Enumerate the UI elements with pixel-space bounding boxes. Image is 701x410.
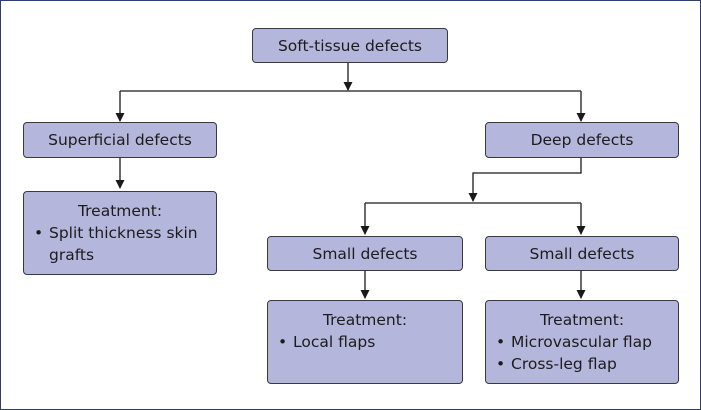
treatment-heading: Treatment: — [539, 311, 625, 329]
treatment-list: Split thickness skin grafts — [32, 222, 208, 266]
treatment-list: Microvascular flap Cross-leg flap — [494, 331, 670, 375]
treatment-heading: Treatment: — [77, 202, 163, 220]
node-label: Superficial defects — [48, 131, 192, 149]
node-soft-tissue-defects: Soft-tissue defects — [252, 28, 448, 63]
node-superficial-defects: Superficial defects — [23, 122, 217, 158]
node-small-defects-left: Small defects — [267, 236, 463, 271]
treatment-item: Microvascular flap — [494, 331, 670, 353]
node-label: Deep defects — [530, 131, 634, 149]
deep-connector — [468, 158, 582, 202]
node-deep-defects: Deep defects — [485, 122, 679, 158]
node-label: Soft-tissue defects — [277, 36, 423, 55]
treatment-heading: Treatment: — [322, 311, 408, 329]
node-small-right-treatment: Treatment: Microvascular flap Cross-leg … — [485, 300, 679, 384]
node-label: Small defects — [529, 244, 635, 263]
node-superficial-treatment: Treatment: Split thickness skin grafts — [23, 191, 217, 275]
treatment-item: Split thickness skin grafts — [32, 222, 208, 266]
treatment-item: Local flaps — [276, 331, 454, 353]
node-label: Small defects — [312, 244, 418, 263]
treatment-list: Local flaps — [276, 331, 454, 353]
node-small-defects-right: Small defects — [485, 236, 679, 271]
node-small-left-treatment: Treatment: Local flaps — [267, 300, 463, 384]
treatment-item: Cross-leg flap — [494, 353, 670, 375]
